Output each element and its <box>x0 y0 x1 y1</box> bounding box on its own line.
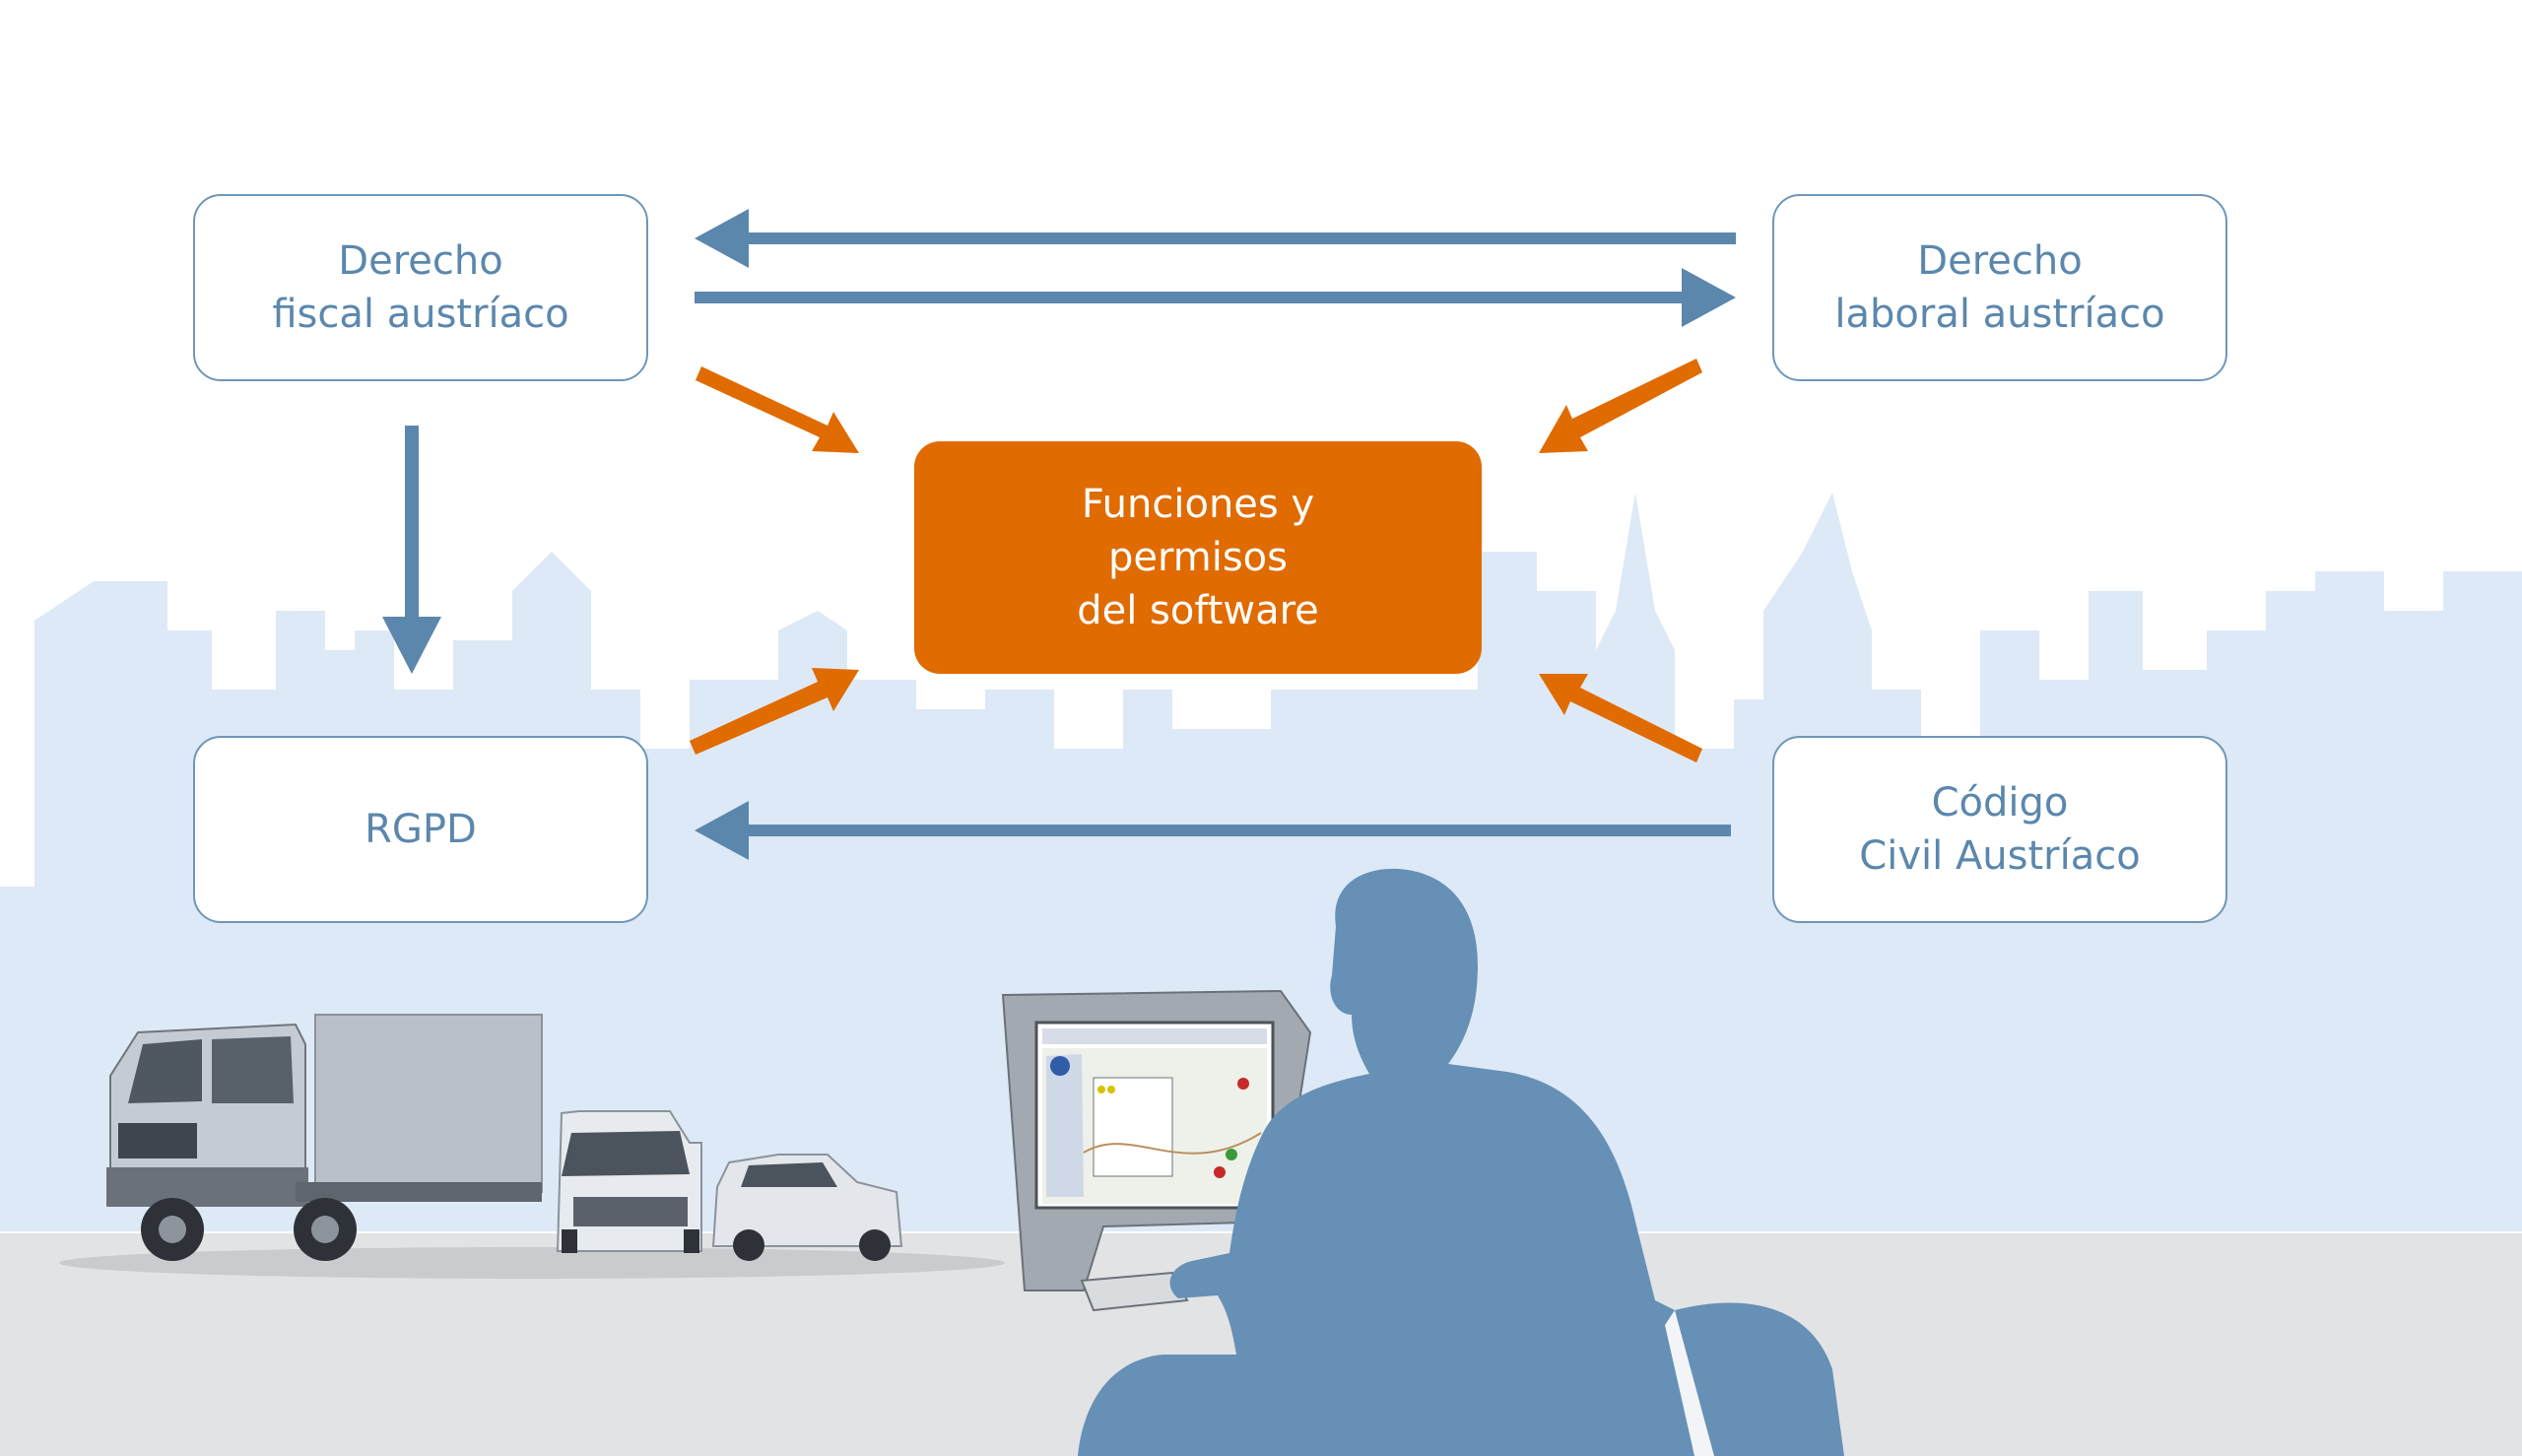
node-codigo-civil: Código Civil Austríaco <box>1772 736 2227 923</box>
node-derecho-laboral-line2: laboral austríaco <box>1834 292 2165 337</box>
computer-monitor-illustration <box>1001 989 1312 1312</box>
person-at-computer-illustration <box>1078 868 1844 1456</box>
arrow-fiscal-to-rgpd <box>382 426 441 674</box>
node-funciones-line1: Funciones y <box>1081 482 1315 527</box>
city-skyline-background <box>0 493 2522 1231</box>
arrow-laboral-to-fiscal <box>695 209 1736 268</box>
node-derecho-fiscal: Derecho fiscal austríaco <box>193 194 648 381</box>
node-funciones-permisos: Funciones y permisos del software <box>914 441 1482 674</box>
arrow-rgpd-to-center <box>690 668 859 755</box>
node-derecho-fiscal-line1: Derecho <box>338 238 503 284</box>
vehicles-illustration <box>59 1014 1005 1279</box>
node-derecho-fiscal-line2: fiscal austríaco <box>272 292 569 337</box>
node-derecho-laboral-line1: Derecho <box>1917 238 2083 284</box>
node-funciones-line3: del software <box>1077 588 1319 633</box>
arrow-civil-to-rgpd <box>695 801 1731 860</box>
blue-arrows <box>382 209 1736 860</box>
arrow-fiscal-to-laboral <box>695 268 1736 327</box>
orange-arrows <box>690 359 1702 762</box>
node-codigo-civil-line1: Código <box>1931 780 2069 826</box>
arrow-fiscal-to-center <box>696 366 859 453</box>
arrow-civil-to-center <box>1539 674 1702 762</box>
node-rgpd-line1: RGPD <box>365 807 477 852</box>
node-rgpd: RGPD <box>193 736 648 923</box>
node-codigo-civil-line2: Civil Austríaco <box>1859 833 2141 879</box>
node-funciones-line2: permisos <box>1108 535 1288 580</box>
node-derecho-laboral: Derecho laboral austríaco <box>1772 194 2227 381</box>
arrow-laboral-to-center <box>1539 359 1702 453</box>
